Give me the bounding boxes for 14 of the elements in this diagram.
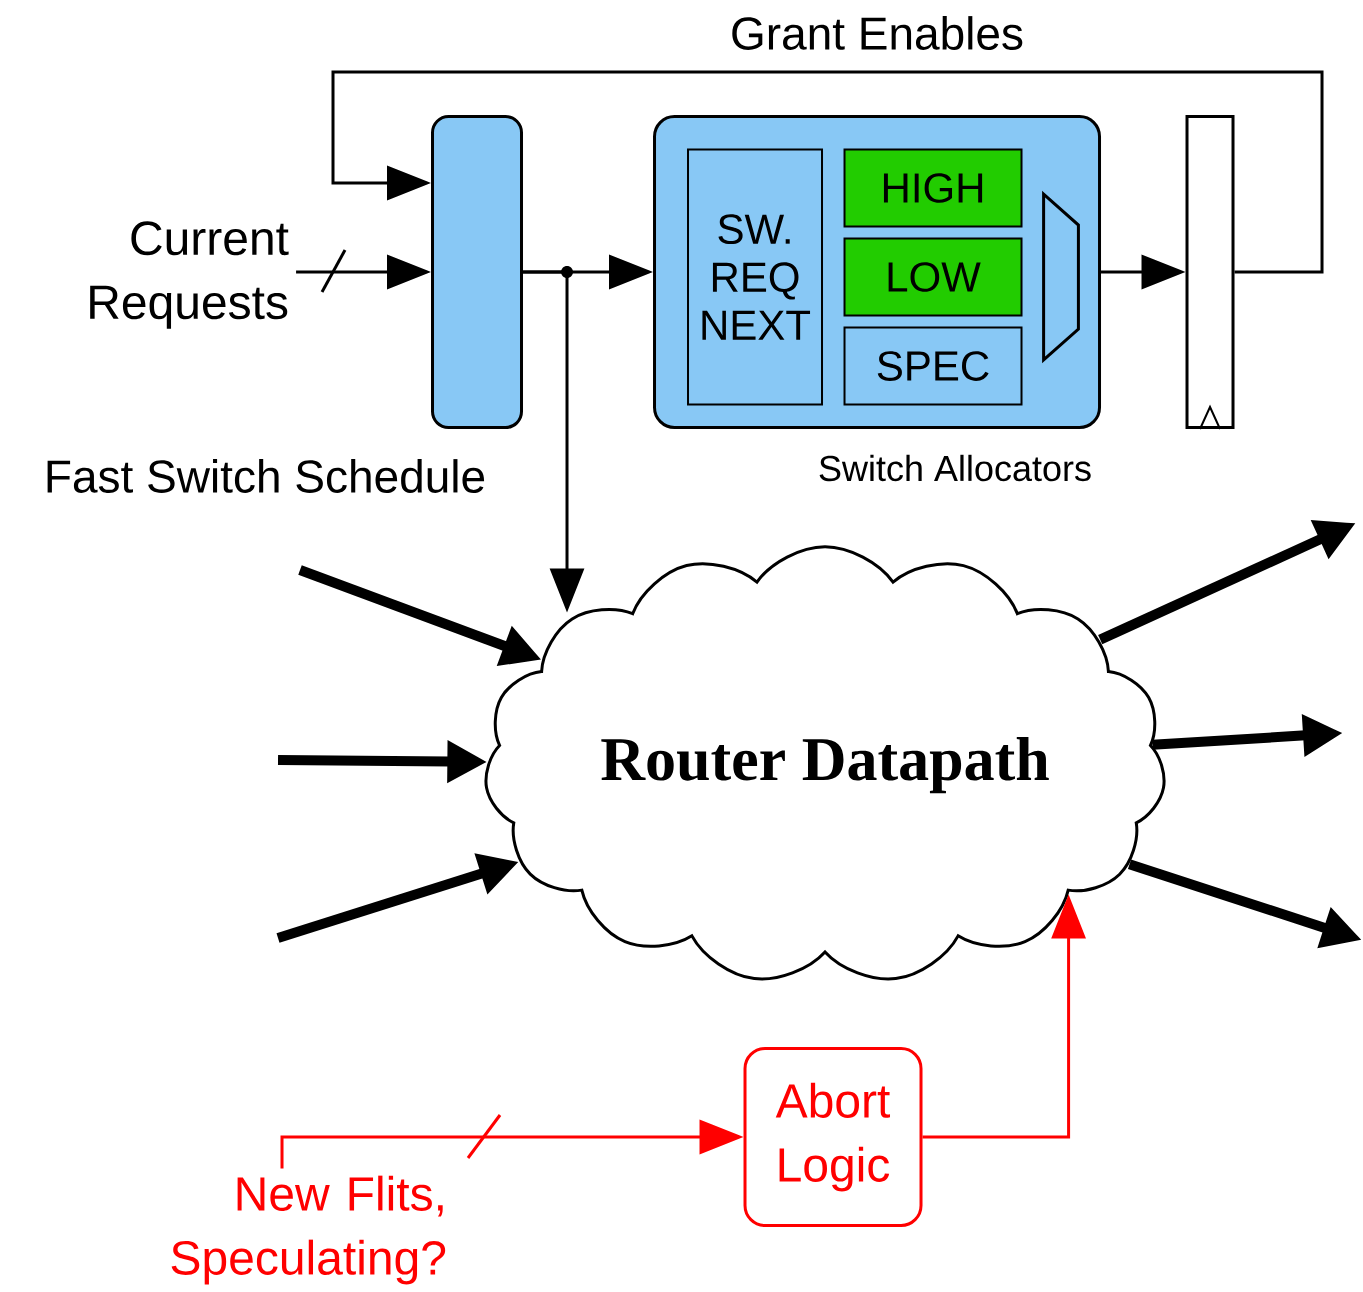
input-label: Current Requests — [90, 221, 289, 329]
datapath-cloud: Router Datapath — [484, 545, 1166, 981]
register-symbol — [1185, 115, 1235, 430]
priority-box: HIGH — [843, 148, 1023, 228]
request-box: SW. REQ NEXT — [687, 148, 823, 406]
arrow — [331, 70, 1324, 274]
schedule-register — [431, 115, 523, 429]
block-label: Switch Allocators — [819, 454, 1091, 482]
input-label: New Flits, Speculating? — [171, 1175, 446, 1285]
logic-box: Abort Logic — [743, 1047, 923, 1227]
priority-box: LOW — [843, 237, 1023, 317]
edge-label: Grant Enables — [726, 12, 1029, 54]
priority-box: SPEC — [843, 326, 1023, 406]
block-label: Fast Switch Schedule — [47, 459, 485, 493]
